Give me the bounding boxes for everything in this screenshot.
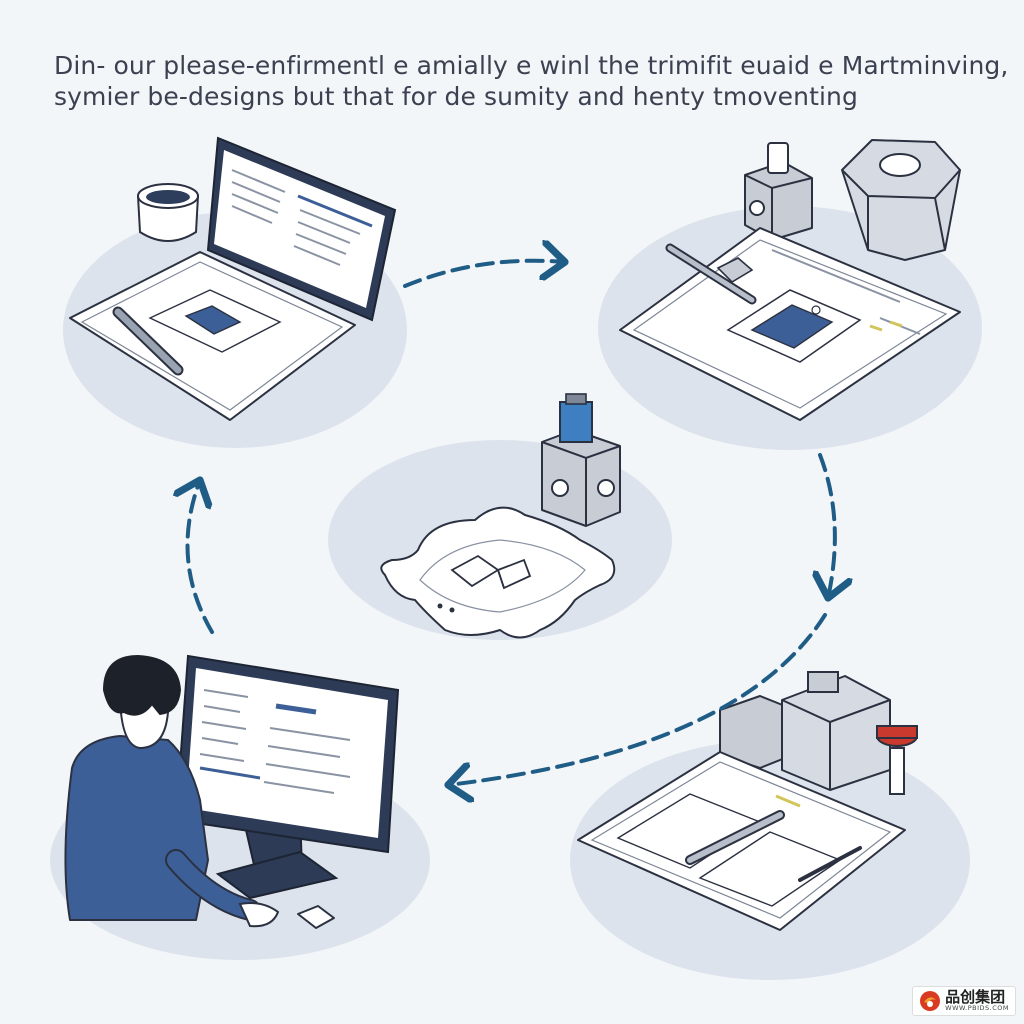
blueprint-sheet-icon (69, 251, 356, 421)
chip-icon (184, 305, 242, 335)
brand-logo-icon (920, 991, 941, 1011)
stamp-icon (876, 725, 918, 795)
caption-line-2: symier be-designs but that for de sumity… (54, 82, 858, 111)
cycle-arrow-design-to-fabrication (403, 261, 565, 288)
cycle-arrow-review-to-design (188, 480, 214, 634)
caption: Din- our please-enfirmentl e amially e w… (54, 50, 1009, 112)
membrane-icon (380, 506, 616, 639)
watermark-name: 品创集团 (945, 988, 1006, 1007)
mouse-icon (297, 905, 335, 929)
open-book-icon (450, 554, 532, 590)
valve-icon (541, 393, 621, 527)
cycle-arrow-fabrication-to-testing (820, 453, 835, 598)
pen-icon (685, 810, 862, 882)
caption-line-1: Din- our please-enfirmentl e amially e w… (54, 51, 1009, 80)
chip-icon (750, 304, 834, 349)
person-icon (64, 654, 280, 928)
stage-fabrication-station (598, 139, 982, 450)
watermark-url: WWW.PBIDS.COM (945, 1004, 1009, 1013)
crucible-icon (841, 139, 961, 261)
stage-review-workstation (50, 654, 430, 960)
stage-testing-station (570, 671, 970, 980)
pen-icon (112, 306, 184, 376)
watermark-badge: 品创集团 WWW.PBIDS.COM (912, 986, 1016, 1016)
coffee-cup-icon (136, 183, 200, 242)
cycle-arrow-testing-to-review (448, 613, 827, 785)
stage-central-hub (328, 393, 672, 640)
stage-design-desk (63, 136, 407, 448)
monitor-icon (206, 136, 397, 322)
monitor-icon (174, 654, 400, 900)
pen-icon (665, 243, 757, 305)
blueprint-sheet-icon (619, 227, 961, 421)
small-machine-icon (744, 142, 813, 241)
machine-block-icon (719, 671, 891, 791)
